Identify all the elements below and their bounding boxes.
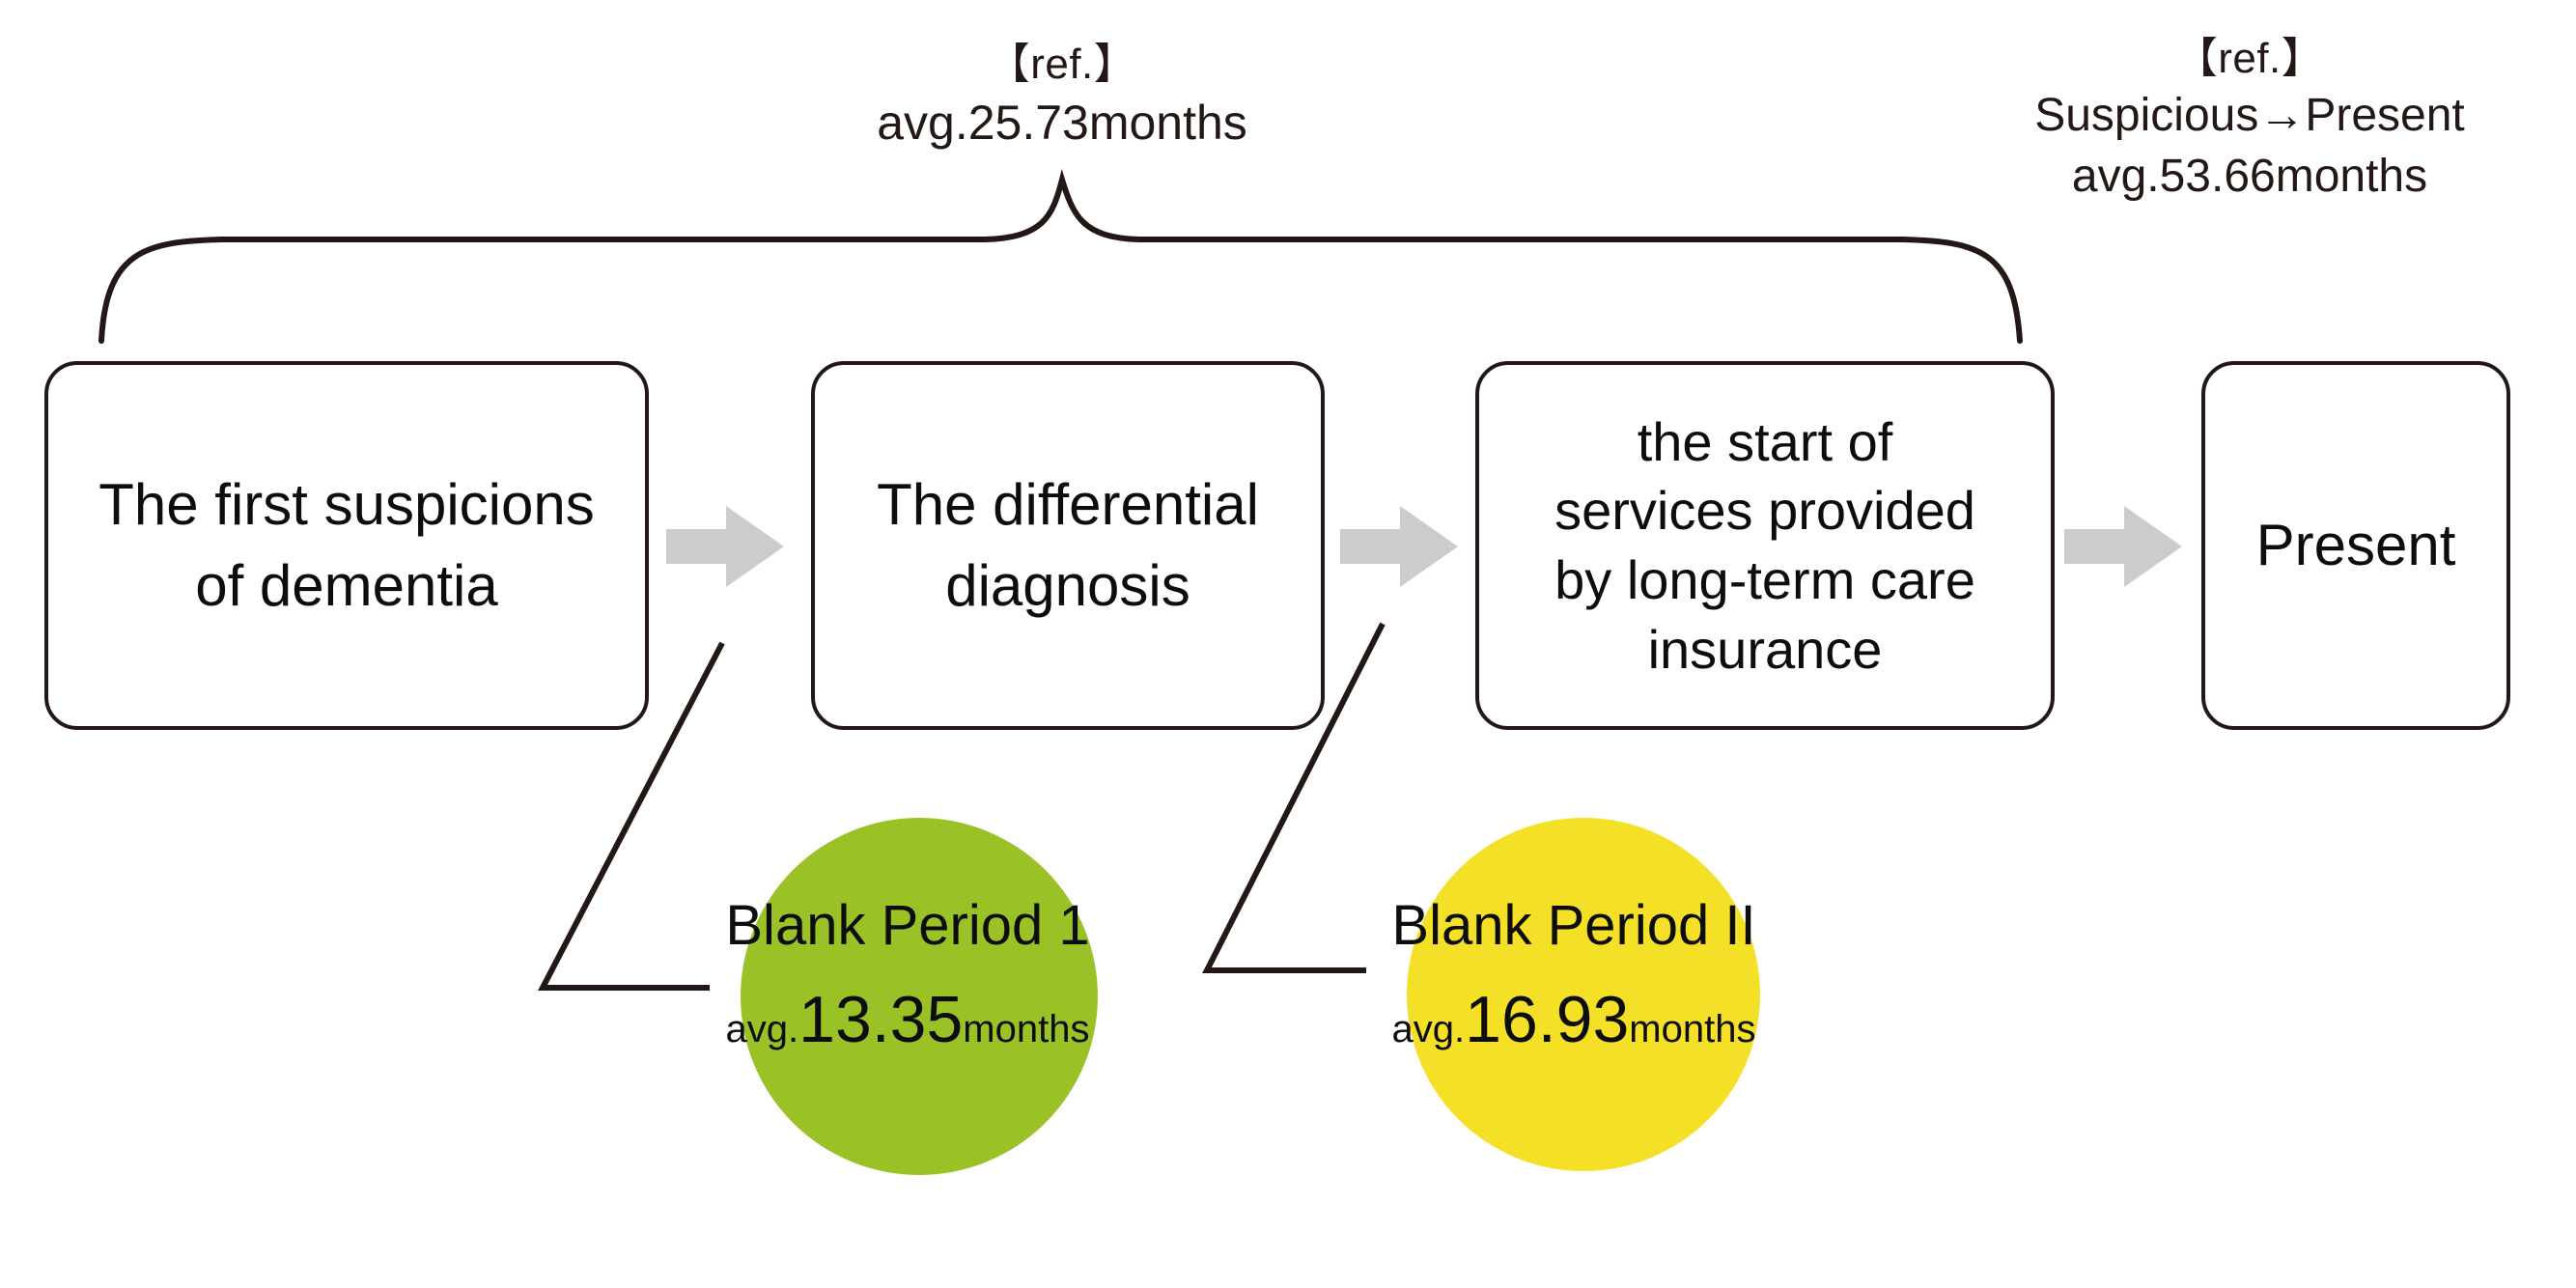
blank-period-2-text: Blank Period II avg.16.93months — [1284, 894, 1863, 1053]
blank-period-2-avg-prefix: avg. — [1391, 1008, 1466, 1050]
blank-period-1-avg-suffix: months — [963, 1008, 1090, 1050]
stage-label-present: Present — [2255, 513, 2456, 577]
flow-arrow-right-icon-3 — [2064, 506, 2182, 587]
stage-label-diagnosis: The differential diagnosis — [877, 472, 1259, 618]
ref-note-center: 【ref.】 avg.25.73months — [734, 37, 1390, 154]
blank-period-1-average: avg.13.35months — [618, 987, 1197, 1052]
blank-period-2-avg-suffix: months — [1629, 1008, 1756, 1050]
stage-label-suspicion: The first suspicions of dementia — [98, 472, 595, 618]
stage-box-suspicion[interactable]: The first suspicions of dementia — [44, 361, 649, 730]
stage-box-present[interactable]: Present — [2201, 361, 2510, 730]
ref-value-center: avg.25.73months — [877, 96, 1247, 151]
ref-range-right: Suspicious→Present — [2034, 90, 2465, 142]
blank-period-1-avg-prefix: avg. — [725, 1008, 799, 1050]
blank-period-2-average: avg.16.93months — [1284, 987, 1863, 1052]
ref-note-right: 【ref.】 Suspicious→Present avg.53.66month… — [1950, 31, 2549, 207]
flow-arrow-right-icon-1 — [666, 506, 784, 587]
blank-period-1-avg-value: 13.35 — [798, 983, 964, 1056]
ref-tag-right: 【ref.】 — [2174, 35, 2325, 82]
ref-value-right: avg.53.66months — [2071, 150, 2428, 202]
span-brace — [98, 168, 2023, 344]
blank-period-2-avg-value: 16.93 — [1465, 983, 1630, 1056]
ref-tag-center: 【ref.】 — [987, 41, 1137, 88]
blank-period-1-name: Blank Period 1 — [725, 894, 1090, 957]
blank-period-1-circle[interactable] — [741, 818, 1098, 1175]
flow-arrow-right-icon-2 — [1340, 506, 1458, 587]
stage-label-long-term-care-insurance: the start of services provided by long-t… — [1554, 410, 1975, 680]
stage-box-long-term-care-insurance[interactable]: the start of services provided by long-t… — [1475, 361, 2055, 730]
stage-box-diagnosis[interactable]: The differential diagnosis — [811, 361, 1325, 730]
blank-period-1-text: Blank Period 1 avg.13.35months — [618, 894, 1197, 1053]
blank-period-2-name: Blank Period II — [1391, 894, 1756, 957]
blank-period-2-circle[interactable] — [1407, 818, 1760, 1171]
